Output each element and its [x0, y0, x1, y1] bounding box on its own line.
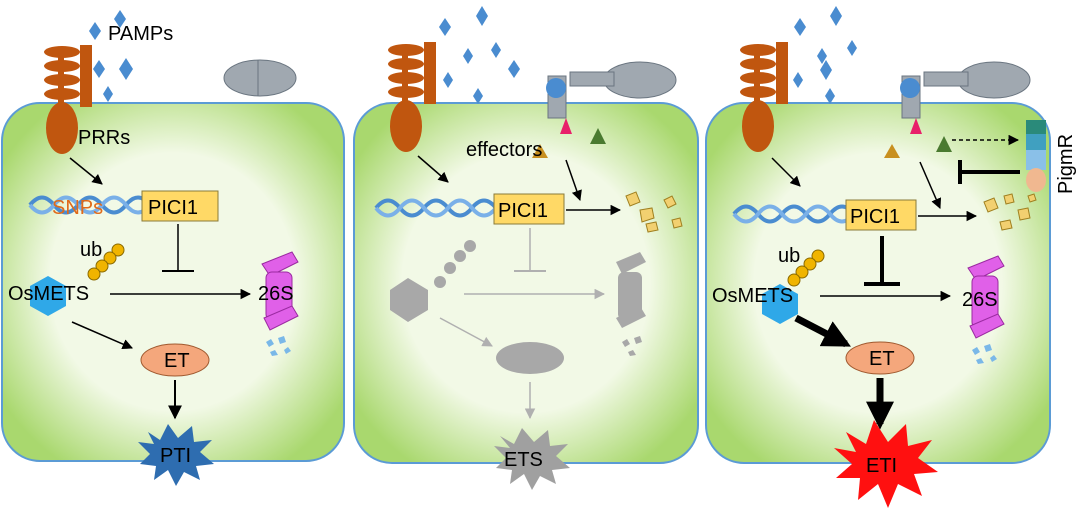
secretion-apparatus [546, 61, 677, 119]
snps-label: SNPs [52, 197, 103, 219]
degraded-fragments [266, 336, 291, 356]
arrow-osmets-to-et [71, 321, 133, 350]
effectors-label: effectors [466, 139, 542, 161]
pti-label: PTI [160, 445, 191, 467]
proteasome [261, 251, 299, 331]
pici1-label: PICI1 [148, 197, 198, 219]
effector-red [560, 118, 572, 134]
ub-label: ub [80, 239, 102, 261]
et-label: ET [164, 350, 190, 372]
effector-red [910, 118, 922, 134]
degraded-fragments [972, 344, 997, 364]
et-oval [845, 341, 915, 375]
panel-eti: PigmR PICI1 ub OsMETS [705, 6, 1077, 508]
arrow-osmets-to-et [794, 314, 851, 348]
pamp-molecules [439, 6, 520, 104]
pici1-box [845, 199, 917, 231]
pigmr-label: PigmR [1055, 134, 1077, 194]
prr-receptor [44, 45, 92, 154]
osmets-label: OsMETS [8, 283, 89, 305]
ets-label: ETS [504, 449, 543, 471]
arrow-effector-to-degradation [919, 161, 942, 209]
ub-label: ub [778, 245, 800, 267]
proteasome-label: 26S [258, 283, 294, 305]
arrow-prr-to-gene [771, 157, 801, 187]
pici1-box [141, 190, 219, 222]
pti-burst [138, 424, 214, 486]
effector-green [936, 136, 952, 152]
eti-label: ETI [866, 455, 897, 477]
arrow-prr-to-gene [417, 155, 449, 183]
proteasome [967, 255, 1005, 339]
degraded-pici [983, 193, 1037, 231]
membrane-protein [223, 59, 297, 97]
prrs-label: PRRs [78, 127, 130, 149]
degraded-pici [625, 191, 683, 233]
eti-burst [834, 420, 938, 508]
prr-receptor [740, 42, 788, 152]
secretion-apparatus [900, 61, 1031, 119]
proteasome-label: 26S [962, 289, 998, 311]
pigmr-receptor [1026, 120, 1046, 192]
pamp-molecules [793, 6, 857, 104]
arrow-effectors-to-pici [565, 159, 582, 201]
panel-ets: effectors PICI1 [353, 6, 699, 490]
arrow-prr-to-gene [69, 157, 103, 185]
osmets-label: OsMETS [712, 285, 793, 307]
effector-green [590, 128, 606, 144]
et-label: ET [869, 348, 895, 370]
prr-receptor [388, 42, 436, 152]
osmets-hexagon [762, 284, 798, 324]
panel-pti: PAMPs PRRs SNPs PICI1 ub [1, 10, 345, 486]
ets-burst [494, 428, 570, 490]
et-oval [140, 343, 210, 377]
inactive-pathway [390, 228, 646, 420]
ubiquitin-chain [787, 249, 825, 287]
ubiquitin-chain [87, 243, 125, 281]
effector-orange [532, 144, 548, 158]
pici1-box [493, 193, 565, 225]
pamps-label: PAMPs [108, 23, 173, 45]
pici1-label: PICI1 [498, 200, 548, 222]
osmets-hexagon [30, 276, 66, 316]
pici1-label: PICI1 [850, 206, 900, 228]
pamp-molecules [89, 10, 133, 102]
effector-orange [884, 144, 900, 158]
